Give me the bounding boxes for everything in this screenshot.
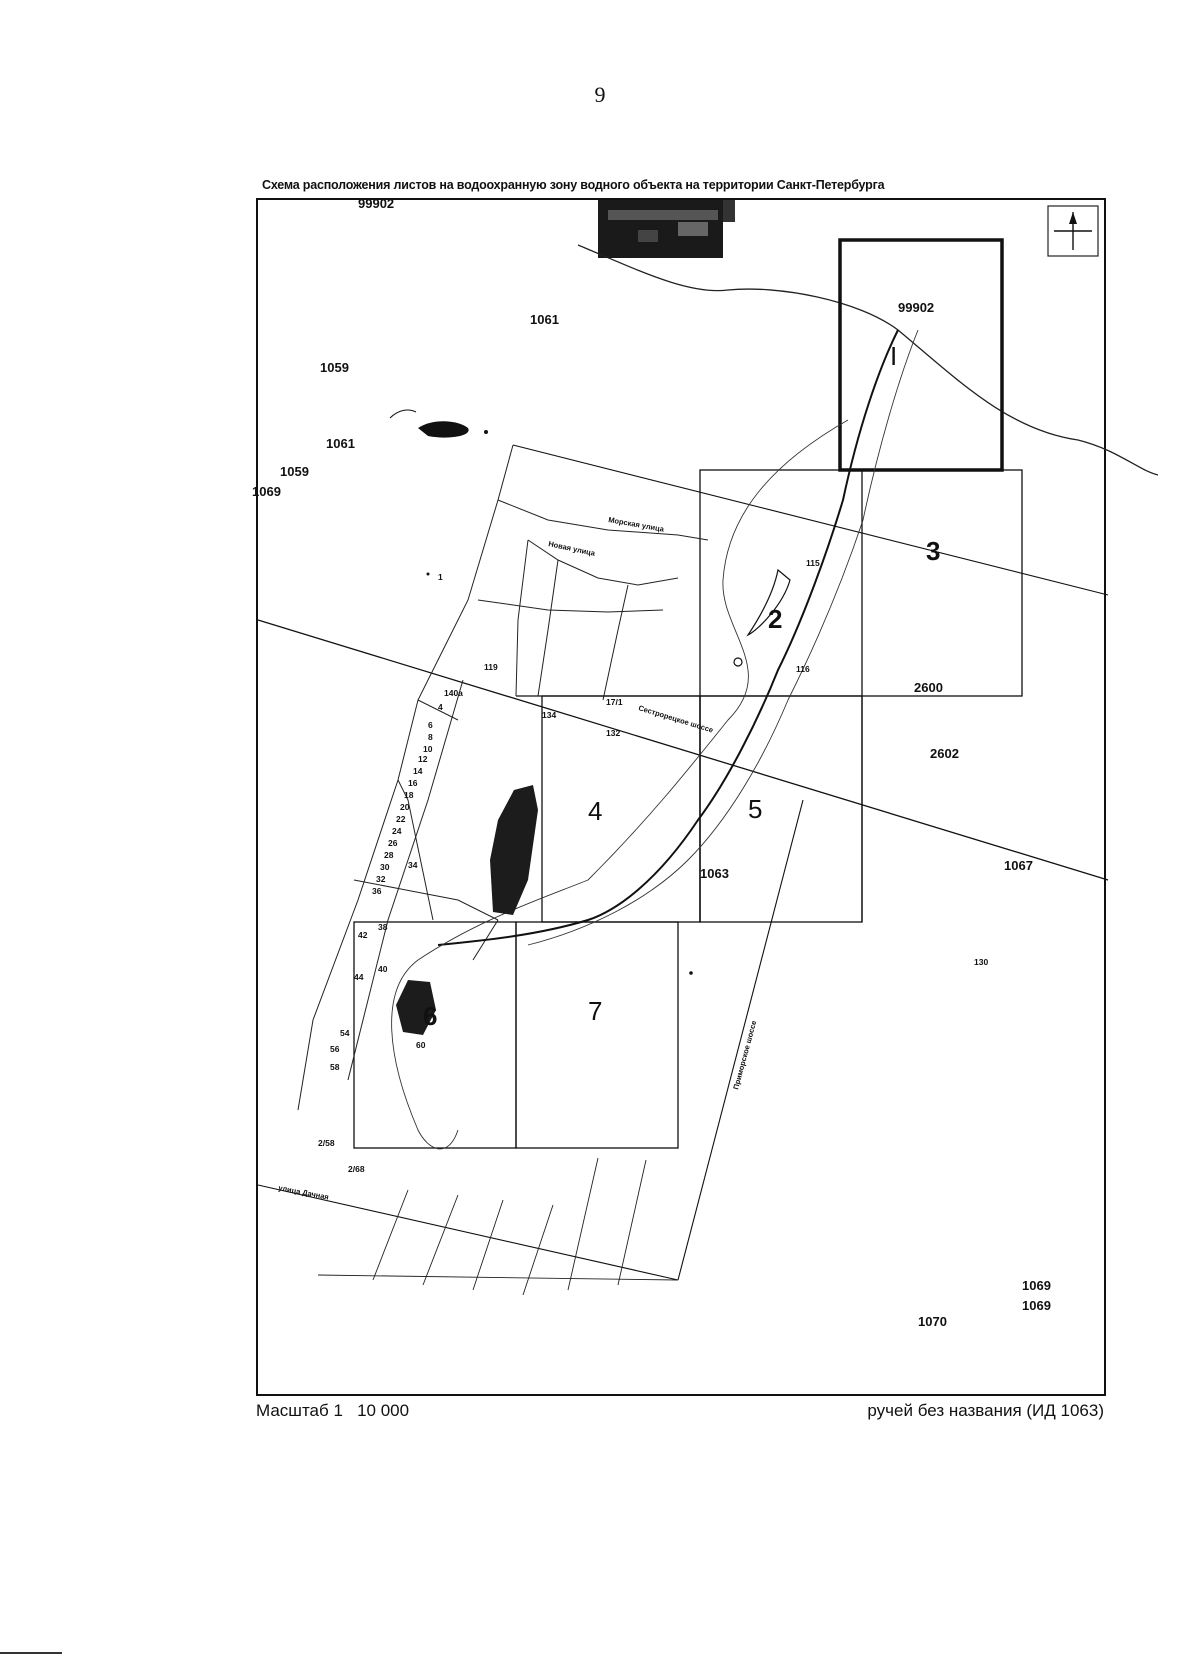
house-number: 44: [354, 972, 364, 982]
house-number: 18: [404, 790, 414, 800]
house-number: 58: [330, 1062, 340, 1072]
forest-patch: [396, 785, 538, 1035]
road-east: [677, 799, 804, 1281]
house-number: 2/68: [348, 1164, 365, 1174]
house-number: 8: [428, 732, 433, 742]
house-number: 20: [400, 802, 410, 812]
house-number: 16: [408, 778, 418, 788]
map-canvas[interactable]: I 2 3 4 5 6 7 99902 99902 1061 1059 1061…: [252, 196, 1159, 1398]
pond: [746, 568, 791, 637]
house-number: 56: [330, 1044, 340, 1054]
sheet-frame-1: [838, 238, 1004, 472]
house-number: 119: [484, 662, 498, 672]
block-number: 1063: [700, 866, 729, 881]
source-label: ручей без названия (ИД 1063): [867, 1401, 1104, 1420]
sheet-label-6: 6: [423, 1001, 437, 1031]
block-number: 1059: [320, 360, 349, 375]
house-number: 34: [408, 860, 418, 870]
block-number: 1061: [326, 436, 355, 451]
sheet-label-1: I: [890, 341, 897, 371]
block-number: 1061: [530, 312, 559, 327]
street-label: улица Дачная: [278, 1183, 330, 1202]
house-number: 2/58: [318, 1138, 335, 1148]
block-number: 99902: [898, 300, 934, 315]
terrain-shading: [598, 200, 735, 258]
house-number: 38: [378, 922, 388, 932]
stream-buffer-west: [391, 419, 849, 1150]
block-number: 1059: [280, 464, 309, 479]
block-number: 2600: [914, 680, 943, 695]
house-number: 6: [428, 720, 433, 730]
sheet-label-5: 5: [748, 794, 762, 824]
block-number: 1069: [1022, 1278, 1051, 1293]
house-number: 40: [378, 964, 388, 974]
block-number: 1069: [252, 484, 281, 499]
map-title: Схема расположения листов на водоохранну…: [262, 178, 885, 192]
map-frame[interactable]: I 2 3 4 5 6 7 99902 99902 1061 1059 1061…: [252, 196, 1159, 1398]
house-number: 24: [392, 826, 402, 836]
sheet-frames: [353, 469, 1023, 1149]
sheet-label-7: 7: [588, 996, 602, 1026]
block-number: 99902: [358, 196, 394, 211]
coastline: [577, 244, 1159, 476]
house-number: 60: [416, 1040, 426, 1050]
house-number: 30: [380, 862, 390, 872]
page-number: 9: [594, 82, 606, 107]
house-number: 26: [388, 838, 398, 848]
house-number: 115: [806, 558, 820, 568]
block-number: 1070: [918, 1314, 947, 1329]
road-north: [512, 444, 1109, 596]
southern-streets: [317, 1157, 679, 1296]
block-number: 2602: [930, 746, 959, 761]
house-number: 116: [796, 664, 810, 674]
settlement-boundaries: [297, 444, 709, 1111]
house-number: 130: [974, 957, 988, 967]
house-number: 132: [606, 728, 620, 738]
house-number: 134: [542, 710, 556, 720]
house-number: 32: [376, 874, 386, 884]
house-number: 12: [418, 754, 428, 764]
lake: [418, 421, 469, 438]
scale-label: Масштаб 1 10 000: [256, 1401, 410, 1420]
street-label: Новая улица: [548, 539, 597, 558]
block-number: 1067: [1004, 858, 1033, 873]
road-south: [257, 1184, 679, 1281]
stream-buffer-east: [527, 329, 919, 946]
house-number: 36: [372, 886, 382, 896]
sheet-label-4: 4: [588, 796, 602, 826]
house-number: 4: [438, 702, 443, 712]
street-label: Сестрорецкое шоссе: [637, 703, 714, 734]
page-corner-mark: [0, 1652, 62, 1654]
street-label: Приморское шоссе: [731, 1020, 758, 1091]
house-number: 140a: [444, 688, 463, 698]
house-number: 28: [384, 850, 394, 860]
stream-line: [437, 329, 899, 946]
highway-line: [257, 619, 1109, 881]
house-number: 22: [396, 814, 406, 824]
house-number: 17/1: [606, 697, 623, 707]
sheet-label-3: 3: [926, 536, 940, 566]
house-number: 42: [358, 930, 368, 940]
house-number: 10: [423, 744, 433, 754]
point-markers: [426, 430, 693, 975]
house-number-labels: 1 4 6 8 10 12 14 16 18 20 22 24 26 28 30…: [318, 558, 988, 1174]
house-number: 1: [438, 572, 443, 582]
house-number: 14: [413, 766, 423, 776]
house-number: 54: [340, 1028, 350, 1038]
north-arrow-icon: [1047, 205, 1099, 257]
block-number: 1069: [1022, 1298, 1051, 1313]
sheet-label-2: 2: [768, 604, 782, 634]
